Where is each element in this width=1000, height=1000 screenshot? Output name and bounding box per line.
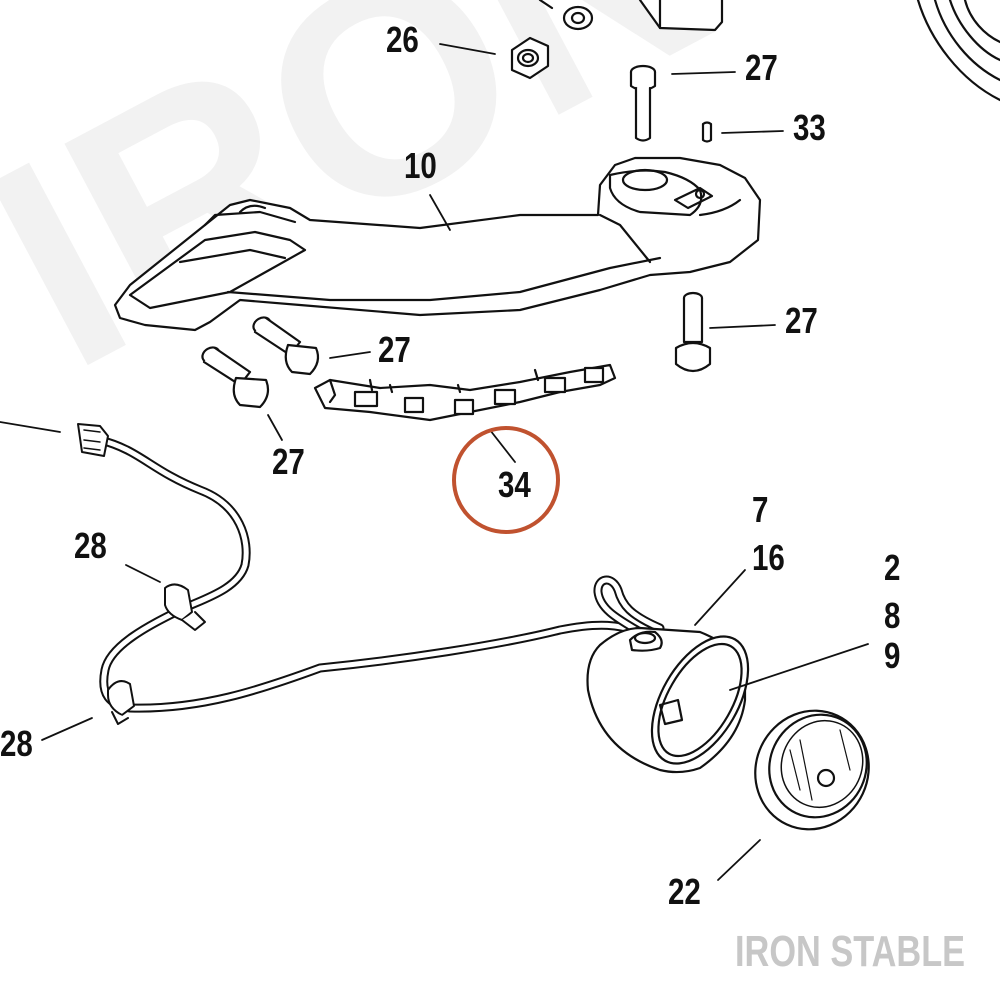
bracket-10: [113, 156, 762, 332]
callout-9: 9: [884, 635, 901, 676]
clip-strip-34: [313, 363, 617, 422]
callout-16: 16: [752, 537, 785, 578]
callout-28-lower: 28: [0, 723, 33, 764]
bolt-27-right: [674, 291, 712, 373]
bolt-27-low: [201, 346, 270, 409]
wire-harness: [77, 423, 665, 725]
callout-27-top: 27: [745, 47, 778, 88]
pin-33: [701, 121, 713, 143]
callout-10: 10: [404, 145, 437, 186]
bolt-27-mid: [252, 316, 320, 376]
callout-27-right: 27: [785, 300, 818, 341]
callout-28-upper: 28: [74, 525, 107, 566]
lamp-lens-22: [754, 709, 870, 831]
brand-watermark: IRON STABLE: [735, 927, 966, 976]
callout-34: 34: [498, 464, 531, 505]
callout-27-mid: 27: [378, 329, 411, 370]
nut-26: [510, 36, 550, 80]
callout-27-low: 27: [272, 441, 305, 482]
bolt-27-top: [629, 64, 657, 142]
leader-lines: [0, 43, 869, 881]
callout-7: 7: [752, 489, 769, 530]
callout-26: 26: [386, 19, 419, 60]
callout-33: 33: [793, 107, 826, 148]
callout-22: 22: [668, 871, 701, 912]
callout-8: 8: [884, 595, 901, 636]
highlight-circle: [452, 426, 560, 534]
callout-2: 2: [884, 547, 901, 588]
washer: [562, 5, 594, 31]
top-bracket: [638, 0, 724, 32]
wheel-edge: [916, 0, 1000, 102]
lamp-housing: [586, 626, 750, 774]
